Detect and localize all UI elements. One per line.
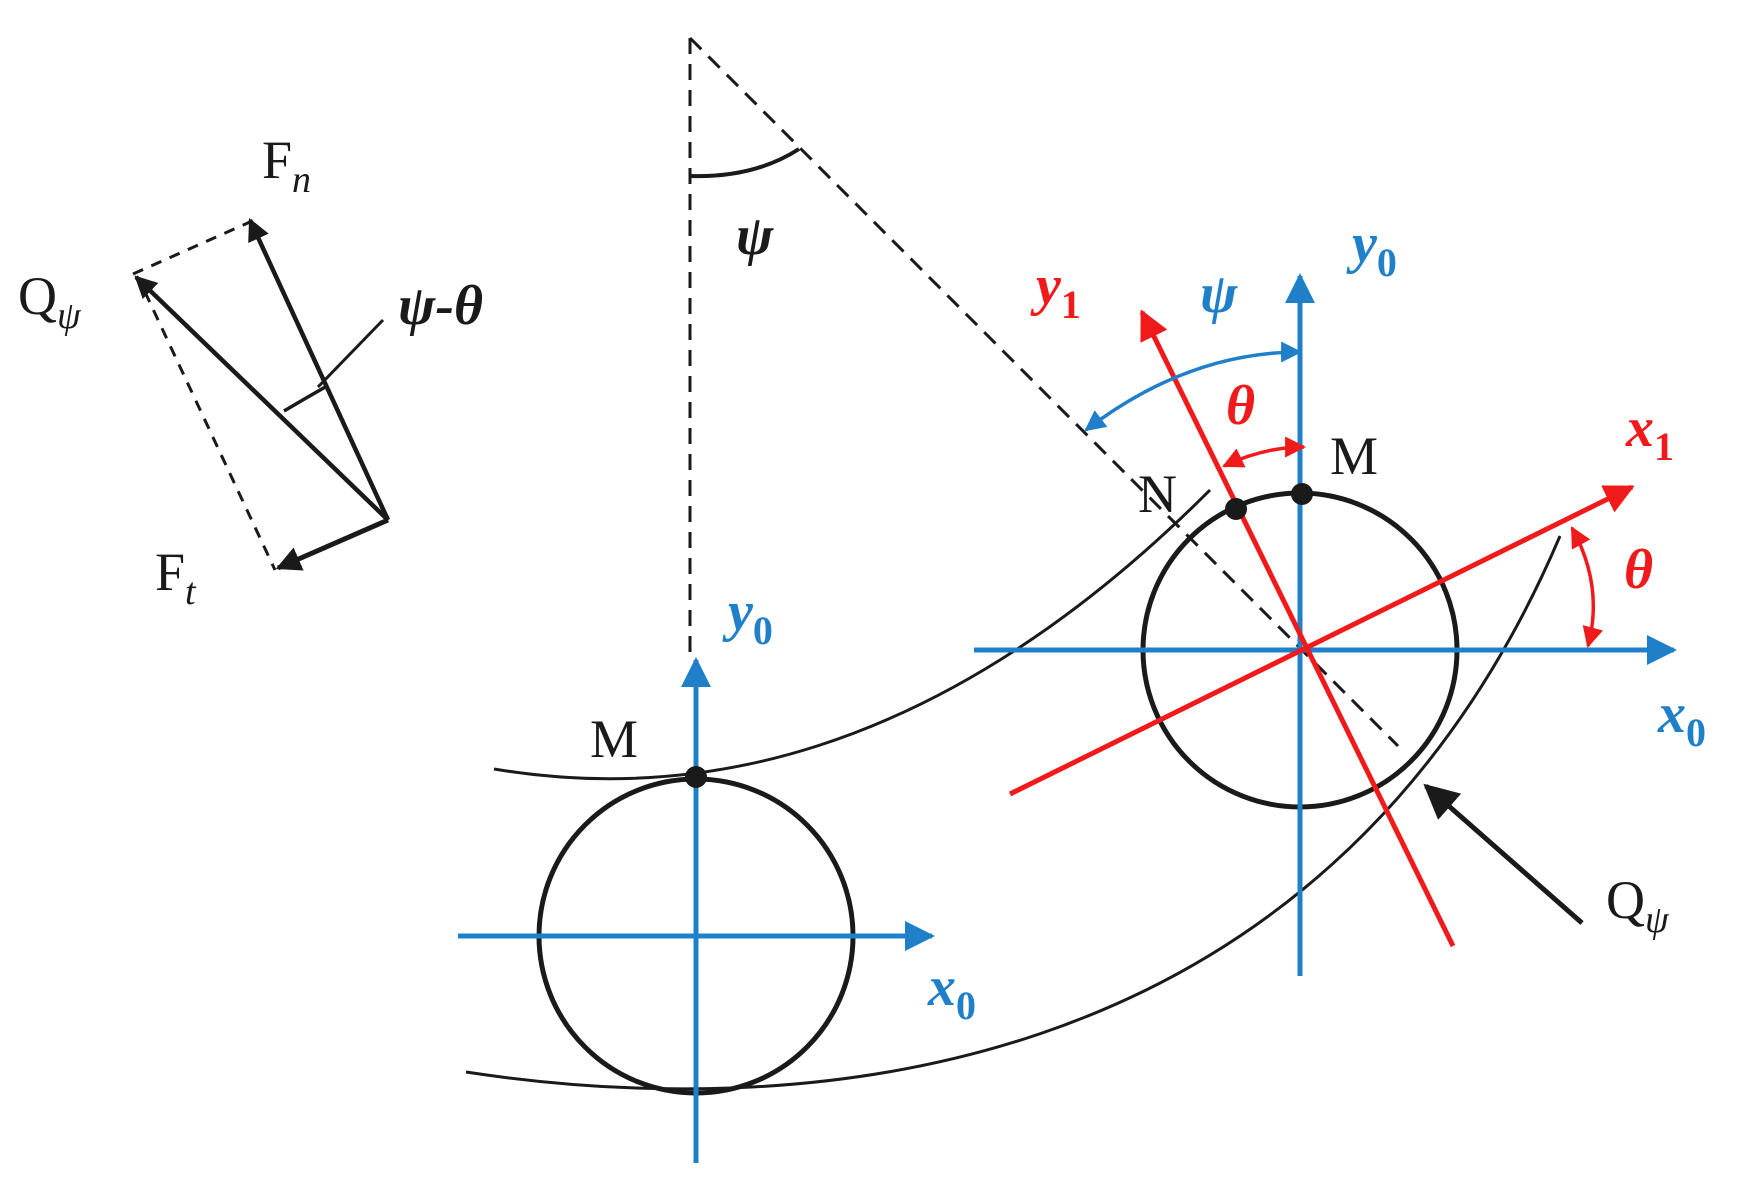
right-roller-x1-axis xyxy=(1008,484,1635,797)
outer-raceway-curve xyxy=(493,488,1212,781)
right-roller-psi-label: ψ xyxy=(1200,263,1238,325)
left-roller-contact-point-m xyxy=(685,766,707,788)
right-roller-point-m xyxy=(1291,483,1313,505)
right-roller-point-n xyxy=(1225,498,1247,520)
ft-dashed-projection xyxy=(143,291,277,571)
right-roller-y1-label: y1 xyxy=(1030,255,1081,327)
ft-label: Ft xyxy=(155,542,197,613)
q-psi-label: Qψ xyxy=(18,266,82,337)
fn-force-arrow xyxy=(247,217,391,521)
right-roller-x1-label: x1 xyxy=(1625,397,1674,469)
inner-raceway-curve xyxy=(465,535,1562,1091)
fn-dashed-projection xyxy=(132,220,251,276)
right-roller-x0-label: x0 xyxy=(1657,683,1706,755)
ft-force-arrow xyxy=(275,517,389,571)
theta-right-angle-arc xyxy=(1570,526,1604,649)
left-roller-m-label: M xyxy=(590,709,638,769)
left-roller: M y0 x0 xyxy=(458,581,976,1163)
radial-reference-dashed-line xyxy=(688,36,1400,748)
q-psi-force-arrow xyxy=(134,275,390,522)
right-roller: y0 x0 y1 x1 ψ θ θ M N Qψ xyxy=(974,213,1706,976)
reference-geometry: ψ xyxy=(688,36,1400,748)
raceway xyxy=(465,488,1562,1091)
right-roller-theta-top-label: θ xyxy=(1226,375,1255,437)
right-roller-q-psi-label: Qψ xyxy=(1606,870,1670,941)
theta-top-angle-arc xyxy=(1222,436,1307,468)
left-roller-y0-label: y0 xyxy=(722,581,773,653)
force-triangle: Fn Qψ ψ-θ Ft xyxy=(18,130,483,613)
psi-minus-theta-label: ψ-θ xyxy=(398,275,483,337)
right-roller-n-label: N xyxy=(1138,464,1177,524)
fn-label: Fn xyxy=(262,130,311,201)
psi-reference-angle-arc xyxy=(689,147,801,179)
right-roller-theta-right-label: θ xyxy=(1624,539,1653,601)
left-roller-x0-label: x0 xyxy=(927,956,976,1028)
psi-theta-leader-line xyxy=(316,318,385,389)
psi-reference-label: ψ xyxy=(736,205,774,267)
psi-theta-angle-arc xyxy=(283,384,328,413)
right-roller-y0-label: y0 xyxy=(1346,213,1397,285)
right-roller-m-label: M xyxy=(1330,426,1378,486)
q-psi-load-arrow xyxy=(1423,783,1584,925)
psi-angle-arc xyxy=(1084,341,1303,432)
